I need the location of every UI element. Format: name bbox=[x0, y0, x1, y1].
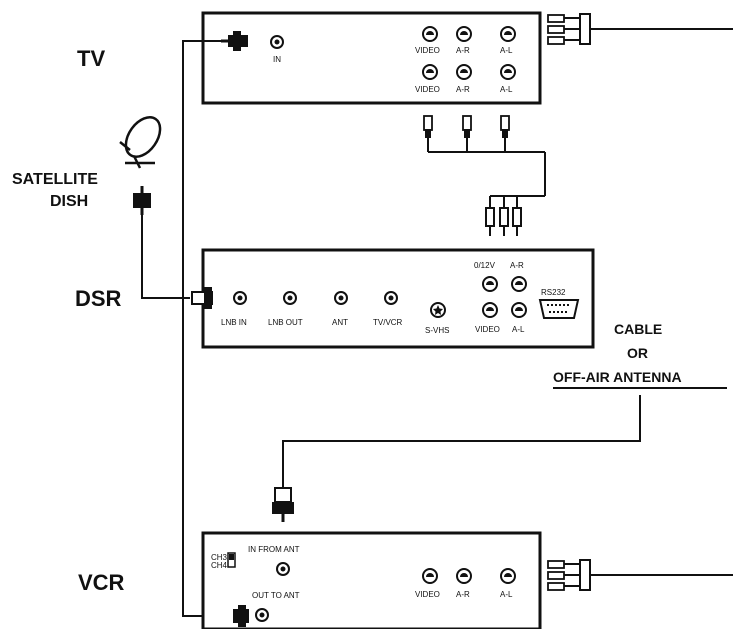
vcr-in-from-ant-jack bbox=[276, 562, 290, 576]
dsr-label: DSR bbox=[75, 286, 122, 311]
cable-label-line2: OR bbox=[627, 345, 648, 361]
tv-ar-label-top: A-R bbox=[456, 46, 470, 55]
vcr-video-jack bbox=[422, 568, 438, 584]
dsr-rs232-port bbox=[538, 299, 580, 319]
dsr-ant-label: ANT bbox=[332, 318, 348, 327]
dsr-al-jack bbox=[511, 302, 527, 318]
dsr-0-12v-label: 0/12V bbox=[474, 261, 496, 270]
cable-label-line1: CABLE bbox=[614, 321, 662, 337]
dsr-video-jack bbox=[482, 302, 498, 318]
dsr-al-label: A-L bbox=[512, 325, 525, 334]
dsr-tv-vcr-label: TV/VCR bbox=[373, 318, 403, 327]
vcr-label: VCR bbox=[78, 570, 125, 595]
tv-al-label-bottom: A-L bbox=[500, 85, 513, 94]
dsr-svhs-jack bbox=[430, 302, 446, 318]
cable-label-line3: OFF-AIR ANTENNA bbox=[553, 369, 682, 385]
dsr-0-12v-jack bbox=[482, 276, 498, 292]
tv-video-label-top: VIDEO bbox=[415, 46, 440, 55]
tv-coax-connector bbox=[221, 31, 248, 51]
dsr-lnb-in-label: LNB IN bbox=[221, 318, 247, 327]
vcr-out-to-ant-label: OUT TO ANT bbox=[252, 591, 300, 600]
dsr-rs232-label: RS232 bbox=[541, 288, 566, 297]
tv-al-jack-top bbox=[500, 26, 516, 42]
vcr-al-jack bbox=[500, 568, 516, 584]
vcr-av-output-cable bbox=[547, 559, 733, 591]
satellite-coax-connector bbox=[133, 186, 151, 215]
dsr-lnb-out-label: LNB OUT bbox=[268, 318, 303, 327]
vcr-ch3-label: CH3 bbox=[211, 553, 228, 562]
tv-ar-jack-bottom bbox=[456, 64, 472, 80]
tv-video-jack-top bbox=[422, 26, 438, 42]
tv-dsr-av-cable bbox=[423, 115, 546, 236]
dsr-ant-jack bbox=[334, 291, 348, 305]
satellite-dish-icon bbox=[119, 116, 162, 169]
dsr-ar-jack bbox=[511, 276, 527, 292]
dsr-tv-vcr-jack bbox=[384, 291, 398, 305]
vcr-ar-jack bbox=[456, 568, 472, 584]
vcr-ar-label: A-R bbox=[456, 590, 470, 599]
dsr-box bbox=[201, 248, 595, 349]
tv-video-label-bottom: VIDEO bbox=[415, 85, 440, 94]
vcr-al-label: A-L bbox=[500, 590, 513, 599]
tv-in-label: IN bbox=[273, 55, 281, 64]
dsr-lnb-in-jack bbox=[233, 291, 247, 305]
satellite-dish-label-line2: DISH bbox=[50, 193, 88, 210]
tv-av-output-cable bbox=[547, 13, 733, 45]
antenna-cable bbox=[282, 395, 641, 488]
dsr-lnb-connector bbox=[191, 287, 213, 309]
tv-ar-label-bottom: A-R bbox=[456, 85, 470, 94]
tv-box bbox=[201, 11, 542, 105]
tv-al-jack-bottom bbox=[500, 64, 516, 80]
tv-ar-jack-top bbox=[456, 26, 472, 42]
tv-al-label-top: A-L bbox=[500, 46, 513, 55]
satellite-dish-label-line1: SATELLITE bbox=[12, 171, 98, 188]
vcr-channel-switch bbox=[227, 552, 236, 568]
vcr-out-to-ant-jack bbox=[255, 608, 269, 622]
vcr-out-coax-connector bbox=[233, 605, 249, 627]
vcr-in-from-ant-label: IN FROM ANT bbox=[248, 545, 300, 554]
satellite-cable bbox=[141, 215, 190, 299]
dsr-ar-label: A-R bbox=[510, 261, 524, 270]
tv-video-jack-bottom bbox=[422, 64, 438, 80]
dsr-lnb-out-jack bbox=[283, 291, 297, 305]
antenna-coax-connector bbox=[272, 487, 294, 522]
tv-in-jack bbox=[270, 35, 284, 49]
vcr-video-label: VIDEO bbox=[415, 590, 440, 599]
tv-label: TV bbox=[77, 46, 105, 71]
dsr-video-label: VIDEO bbox=[475, 325, 500, 334]
dsr-svhs-label: S-VHS bbox=[425, 326, 449, 335]
vcr-ch4-label: CH4 bbox=[211, 561, 228, 570]
